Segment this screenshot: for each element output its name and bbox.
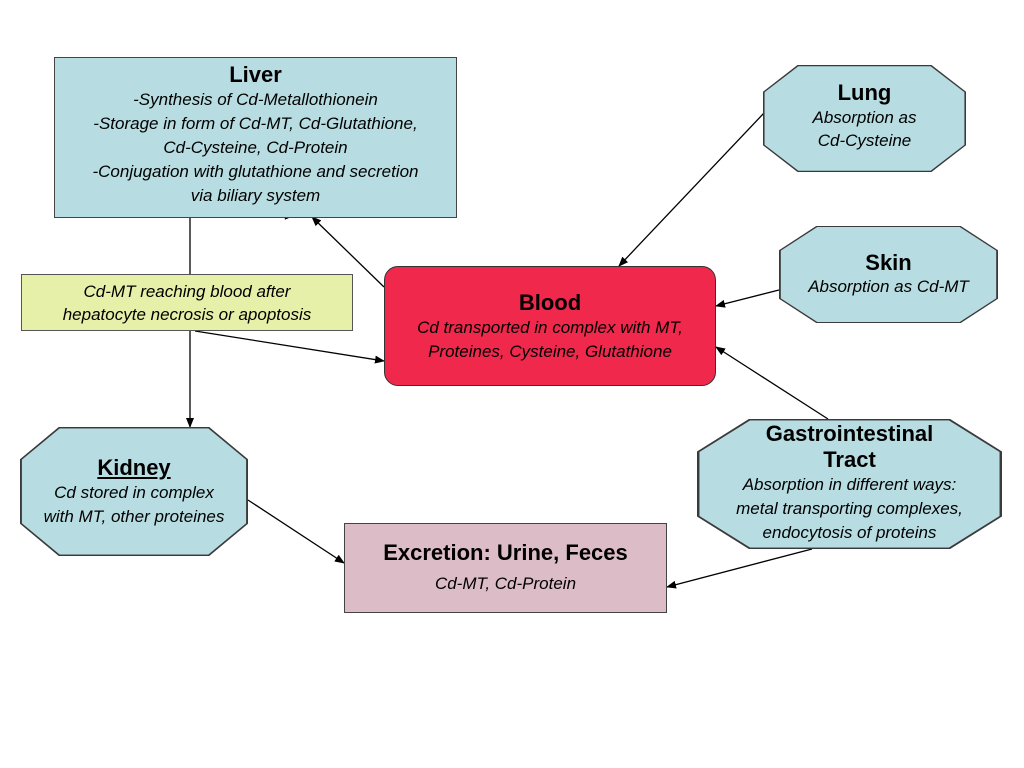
arrow-kidney-to-excretion [247,499,345,564]
lung-line: Cd-Cysteine [817,131,912,150]
gi-title: Tract [823,447,876,472]
lung-node: Lung Absorption as Cd-Cysteine [763,65,966,172]
note-line: hepatocyte necrosis or apoptosis [62,305,312,324]
kidney-line: with MT, other proteines [43,507,225,526]
gi-line: Absorption in different ways: [742,475,957,494]
arrow-skin-to-blood [715,289,780,308]
liver-line: Cd-Cysteine, Cd-Protein [163,138,348,157]
gi-node: Gastrointestinal Tract Absorption in dif… [697,419,1002,549]
liver-line: via biliary system [190,186,321,205]
arrow-note-to-blood [194,330,385,364]
liver-title: Liver [229,62,282,87]
arrow-gi-to-blood [715,346,829,420]
blood-line: Proteines, Cysteine, Glutathione [428,342,672,361]
lung-title: Lung [837,80,892,105]
excretion-line: Cd-MT, Cd-Protein [434,574,577,593]
kidney-node: Kidney Cd stored in complex with MT, oth… [20,427,248,556]
kidney-title: Kidney [97,455,171,480]
gi-line: endocytosis of proteins [762,523,937,542]
blood-title: Blood [518,290,582,315]
gi-title: Gastrointestinal [765,421,934,446]
liver-box: Liver -Synthesis of Cd-Metallothionein -… [54,57,457,218]
note-box: Cd-MT reaching blood after hepatocyte ne… [21,274,353,331]
kidney-line: Cd stored in complex [54,483,214,502]
blood-box: Blood Cd transported in complex with MT,… [384,266,716,386]
note-line: Cd-MT reaching blood after [83,282,291,301]
arrow-blood-to-liver [311,216,385,288]
skin-node: Skin Absorption as Cd-MT [779,226,998,323]
arrow-gi-to-excretion [666,548,813,589]
liver-line: -Storage in form of Cd-MT, Cd-Glutathion… [93,114,418,133]
liver-line: -Synthesis of Cd-Metallothionein [133,90,378,109]
skin-line: Absorption as Cd-MT [808,277,969,296]
blood-line: Cd transported in complex with MT, [417,318,683,337]
excretion-title: Excretion: Urine, Feces [383,540,628,565]
skin-title: Skin [865,250,912,275]
arrow-lung-to-blood [618,112,765,267]
gi-line: metal transporting complexes, [736,499,963,518]
excretion-box: Excretion: Urine, Feces Cd-MT, Cd-Protei… [344,523,667,613]
lung-line: Absorption as [812,108,917,127]
liver-line: -Conjugation with glutathione and secret… [92,162,419,181]
